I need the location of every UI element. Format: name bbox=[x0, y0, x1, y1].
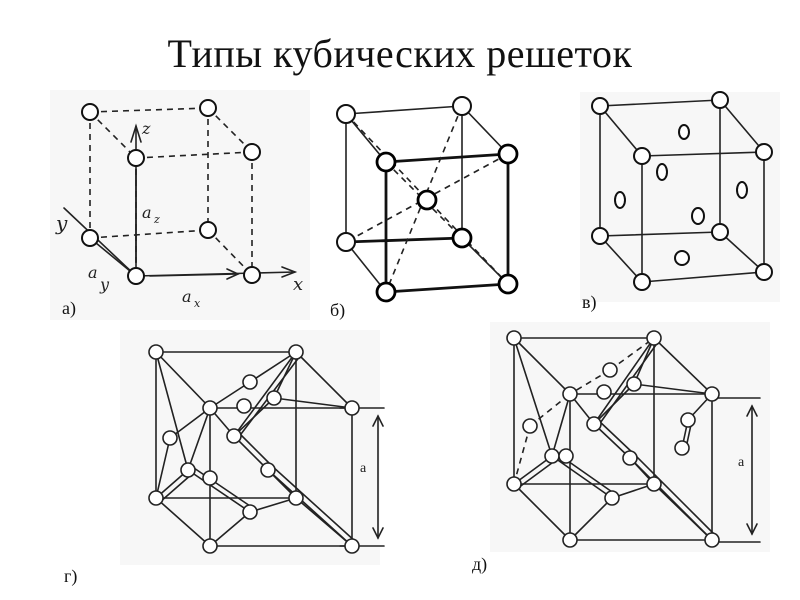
atom bbox=[199, 99, 217, 117]
face-atom bbox=[656, 163, 668, 181]
bcc-diagram bbox=[336, 96, 519, 303]
vector-label-ax-sub: x bbox=[194, 297, 201, 310]
panel-body-centered: б) bbox=[330, 92, 530, 320]
atom bbox=[711, 223, 729, 241]
caption-d: г) bbox=[64, 566, 78, 586]
atom bbox=[591, 227, 609, 245]
atom bbox=[336, 104, 356, 124]
face-atom bbox=[674, 250, 690, 266]
atom bbox=[81, 103, 99, 121]
atom bbox=[452, 96, 472, 116]
vector-label-ax: a bbox=[182, 287, 192, 306]
atom bbox=[199, 221, 217, 239]
panel-face-centered: в) bbox=[580, 91, 780, 320]
atom bbox=[336, 232, 356, 252]
atom bbox=[497, 143, 519, 165]
caption-a: а) bbox=[62, 298, 76, 318]
simple-cubic-diagram: z y x a z a y a x bbox=[50, 90, 310, 320]
vector-label-ay: a bbox=[88, 263, 98, 282]
atom bbox=[375, 281, 397, 303]
atom bbox=[755, 263, 773, 281]
caption-c: в) bbox=[582, 292, 597, 312]
axis-label-y: y bbox=[55, 211, 68, 235]
atom bbox=[711, 91, 729, 109]
dimension-label: a bbox=[738, 455, 745, 470]
atom bbox=[81, 229, 99, 247]
atom bbox=[243, 266, 261, 284]
atom-group bbox=[148, 344, 360, 554]
atom-group bbox=[506, 330, 720, 548]
caption-b: б) bbox=[330, 300, 346, 320]
atom bbox=[497, 273, 519, 295]
atom bbox=[127, 149, 145, 167]
vector-label-az: a bbox=[142, 203, 152, 222]
atom bbox=[243, 143, 261, 161]
atom bbox=[451, 227, 473, 249]
panel-diamond: a bbox=[60, 330, 400, 595]
face-atom bbox=[614, 191, 626, 209]
caption-e: д) bbox=[472, 554, 488, 574]
atom bbox=[127, 267, 145, 285]
diamond-lattice-diagram: a bbox=[120, 330, 385, 565]
panel-zinc-blende: a bbox=[470, 322, 790, 592]
atom bbox=[755, 143, 773, 161]
center-atom bbox=[416, 189, 438, 211]
axis-label-z: z bbox=[141, 119, 151, 138]
page-title: Типы кубических решеток bbox=[167, 31, 633, 76]
face-atom bbox=[736, 181, 748, 199]
panel-simple-cubic: z y x a z a y a x а) bbox=[50, 90, 310, 320]
fcc-diagram bbox=[580, 91, 780, 302]
dimension-label: a bbox=[360, 461, 367, 476]
atom bbox=[633, 147, 651, 165]
vector-label-az-sub: z bbox=[153, 213, 160, 226]
zinc-blende-diagram: a bbox=[490, 322, 770, 552]
atom bbox=[591, 97, 609, 115]
axis-label-x: x bbox=[293, 274, 303, 295]
atom bbox=[375, 151, 397, 173]
vector-label-ay-sub: y bbox=[99, 275, 110, 294]
face-atom bbox=[691, 207, 705, 225]
face-atom bbox=[678, 124, 690, 140]
atom bbox=[633, 273, 651, 291]
